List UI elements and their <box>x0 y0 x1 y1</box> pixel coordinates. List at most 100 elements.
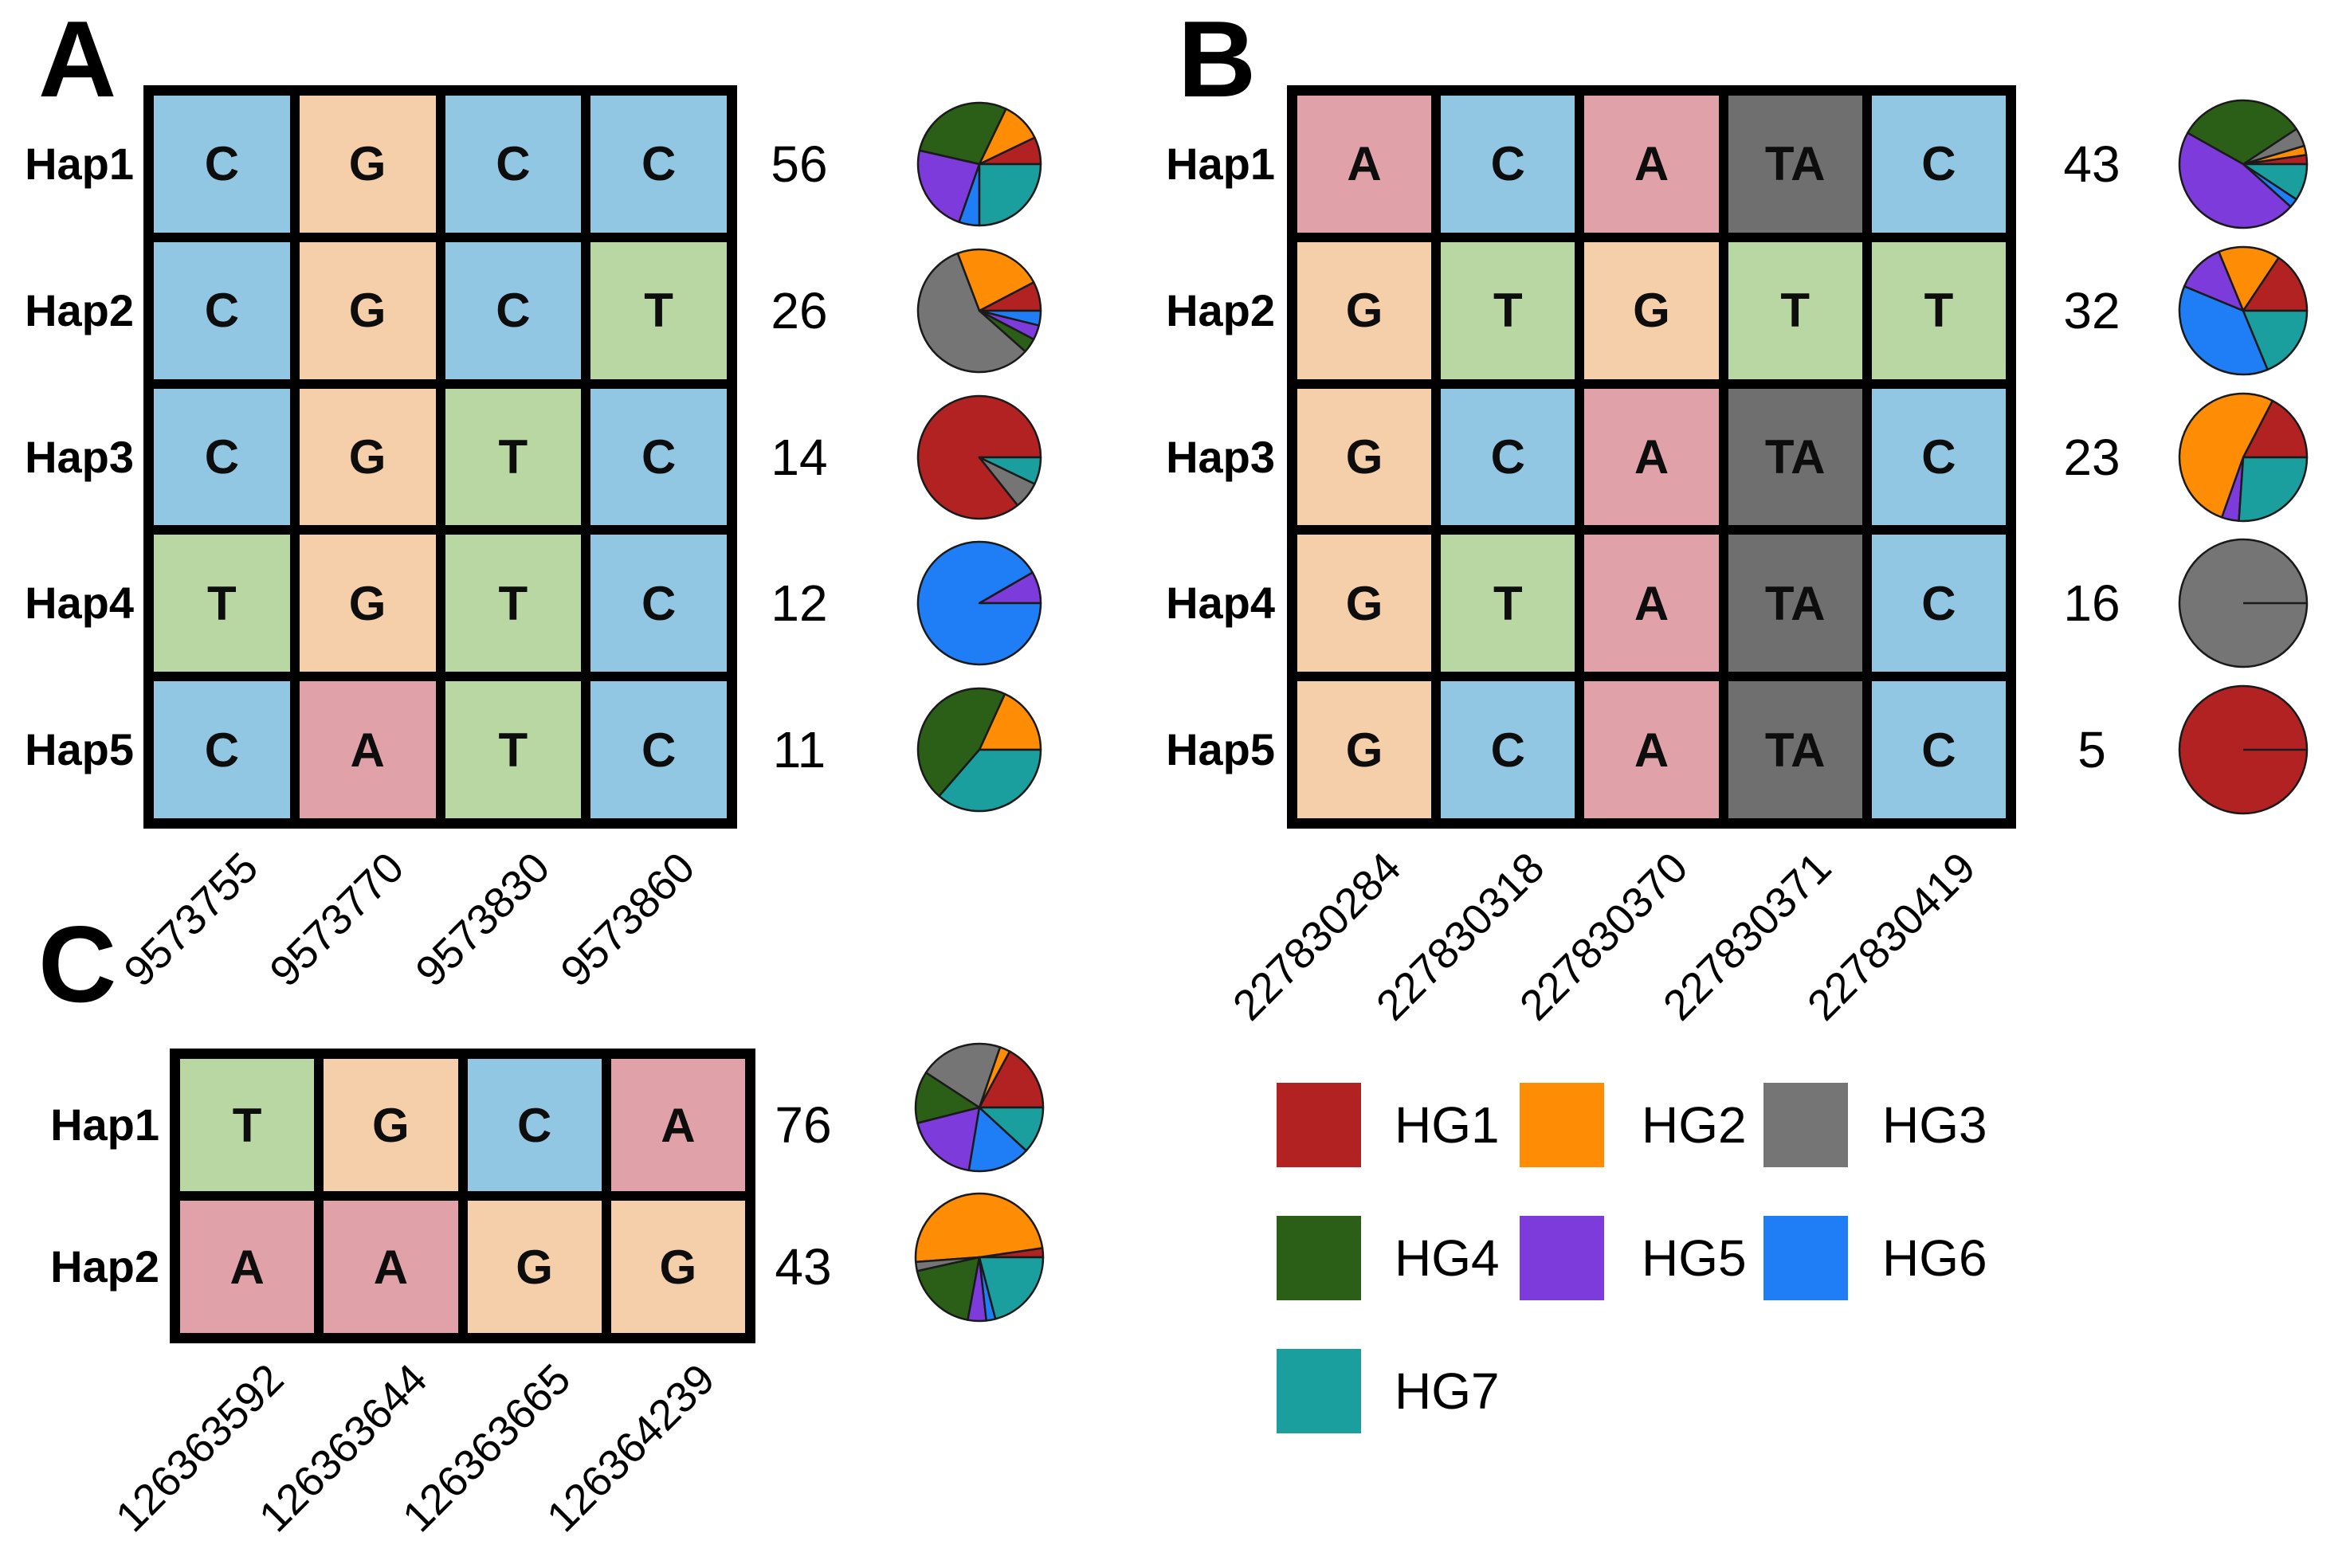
haplotype-pie-chart <box>2178 392 2309 522</box>
pie-slice-hg1 <box>2242 399 2309 458</box>
grid-cell-allele: G <box>1297 241 1432 379</box>
position-label: 9573770 <box>261 843 414 996</box>
grid-cell-allele: C <box>1871 388 2006 526</box>
pie-slice-hg5 <box>916 1106 981 1172</box>
count-label: 23 <box>2063 428 2120 486</box>
pie-slice-hg7 <box>978 1256 1045 1320</box>
pie-slice-hg4 <box>2186 99 2297 166</box>
grid-cell-allele: C <box>445 96 582 233</box>
grid-cell-allele: C <box>154 681 290 818</box>
hap-label: Hap3 <box>25 431 134 482</box>
grid-cell-allele: T <box>445 388 582 526</box>
hap-label: Hap2 <box>25 284 134 335</box>
pie-slice-hg2 <box>2178 392 2274 519</box>
grid-cell-allele: C <box>590 388 727 526</box>
legend-swatch-hg5 <box>1520 1216 1604 1300</box>
grid-cell-allele: G <box>1584 241 1719 379</box>
grid-cell-allele: C <box>1871 535 2006 672</box>
grid-cell-allele: A <box>610 1059 745 1191</box>
grid-cell-allele: G <box>1297 681 1432 818</box>
count-label: 11 <box>772 721 826 779</box>
haplotype-pie-chart <box>2178 99 2309 229</box>
grid-cell-allele: C <box>1871 681 2006 818</box>
grid-cell-allele: G <box>299 96 436 233</box>
legend-swatch-hg6 <box>1763 1216 1848 1300</box>
legend-label: HG1 <box>1395 1096 1500 1154</box>
grid-cell-allele: C <box>467 1059 602 1191</box>
grid-cell-allele: T <box>1441 241 1575 379</box>
grid-cell-allele: C <box>1441 96 1575 233</box>
pie-slice-hg5 <box>916 149 981 223</box>
haplotype-pie-chart <box>916 248 1042 373</box>
grid-cell-allele: TA <box>1728 388 1862 526</box>
pie-slice-hg2 <box>956 248 1035 312</box>
count-label: 43 <box>2063 135 2120 193</box>
pie-slice-hg7 <box>978 456 1042 485</box>
grid-cell-allele: T <box>1441 535 1575 672</box>
haplotype-pie-chart <box>914 1042 1045 1173</box>
pie-slice-hg5 <box>2178 131 2292 229</box>
legend-label: HG3 <box>1882 1096 1987 1154</box>
grid-cell-allele: C <box>1871 96 2006 233</box>
grid-cell-allele: C <box>590 535 727 672</box>
grid-cell-allele: A <box>1584 681 1719 818</box>
legend-swatch-hg3 <box>1763 1083 1848 1167</box>
haplotype-pie-chart <box>2178 684 2309 815</box>
count-label: 56 <box>771 135 828 193</box>
grid-cell-allele: TA <box>1728 96 1862 233</box>
grid-cell-allele: T <box>445 535 582 672</box>
hap-label: Hap4 <box>25 578 134 629</box>
grid-cell-allele: G <box>299 388 436 526</box>
pie-slice-hg2 <box>2218 245 2280 312</box>
hap-label: Hap1 <box>1166 138 1275 189</box>
grid-cell-allele: G <box>1297 535 1432 672</box>
grid-cell-allele: C <box>590 681 727 818</box>
pie-slice-hg4 <box>918 101 1007 166</box>
panel-a-label: A <box>38 0 117 120</box>
panel-c-label: C <box>38 904 117 1025</box>
hap-label: Hap2 <box>1166 284 1275 335</box>
hap-label: Hap4 <box>1166 578 1275 629</box>
haplotype-pie-chart <box>2178 539 2309 668</box>
legend-swatch-hg2 <box>1520 1083 1604 1167</box>
grid-cell-allele: T <box>180 1059 315 1191</box>
pie-slice-hg7 <box>938 748 1042 813</box>
legend-label: HG2 <box>1642 1096 1747 1154</box>
grid-cell-allele: T <box>1728 241 1862 379</box>
grid-cell-allele: C <box>154 388 290 526</box>
count-label: 26 <box>771 281 828 339</box>
pie-slice-hg7 <box>2242 163 2309 201</box>
count-label: 5 <box>2077 721 2106 779</box>
legend-label: HG4 <box>1395 1229 1500 1287</box>
count-label: 14 <box>771 428 828 486</box>
grid-cell-allele: C <box>445 241 582 379</box>
grid-cell-allele: T <box>445 681 582 818</box>
pie-slice-hg6 <box>967 1106 1028 1173</box>
pie-slice-hg1 <box>2242 256 2309 312</box>
pie-slice-hg2 <box>978 692 1042 751</box>
grid-cell-allele: G <box>324 1059 458 1191</box>
grid-cell-allele: A <box>1584 388 1719 526</box>
pie-slice-hg4 <box>916 687 1006 798</box>
count-label: 32 <box>2063 281 2120 339</box>
pie-slice-hg7 <box>2242 309 2309 370</box>
grid-cell-allele: A <box>299 681 436 818</box>
pie-slice-hg3 <box>916 252 1026 373</box>
position-label: 9573755 <box>115 843 268 996</box>
haplotype-pie-chart <box>916 541 1042 666</box>
position-label: 9573860 <box>551 843 704 996</box>
pie-slice-hg6 <box>916 541 1042 666</box>
grid-cell-allele: C <box>1441 388 1575 526</box>
grid-cell-allele: T <box>590 241 727 379</box>
hap-label: Hap5 <box>1166 724 1275 775</box>
legend-label: HG5 <box>1642 1229 1747 1287</box>
pie-slice-hg4 <box>916 1256 981 1321</box>
hap-label: Hap1 <box>25 138 134 189</box>
pie-slice-hg6 <box>2178 284 2269 375</box>
pie-slice-hg7 <box>2238 456 2309 522</box>
panel-b-label: B <box>1178 0 1257 120</box>
haplotype-pie-chart <box>916 394 1042 519</box>
